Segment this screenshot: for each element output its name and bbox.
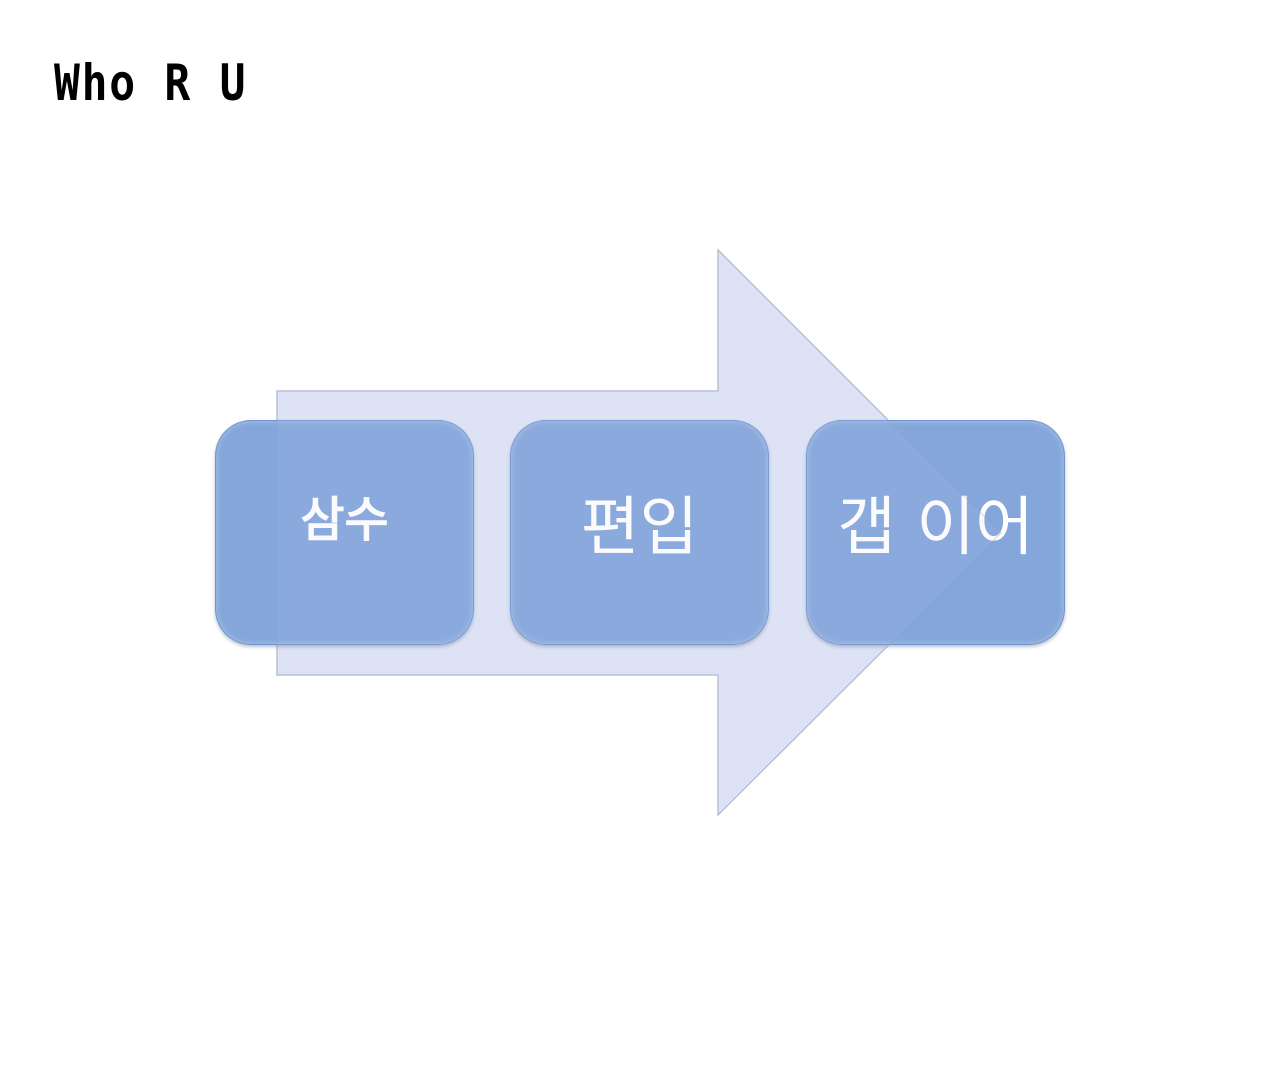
step-box-3: 갭 이어: [806, 420, 1065, 645]
step-label-2: 편입: [580, 490, 699, 565]
step-box-2: 편입: [510, 420, 769, 645]
page-title: Who R U: [54, 54, 248, 112]
step-label-1: 삼수: [300, 491, 389, 548]
step-box-1: 삼수: [215, 420, 474, 645]
step-label-3: 갭 이어: [837, 490, 1034, 565]
